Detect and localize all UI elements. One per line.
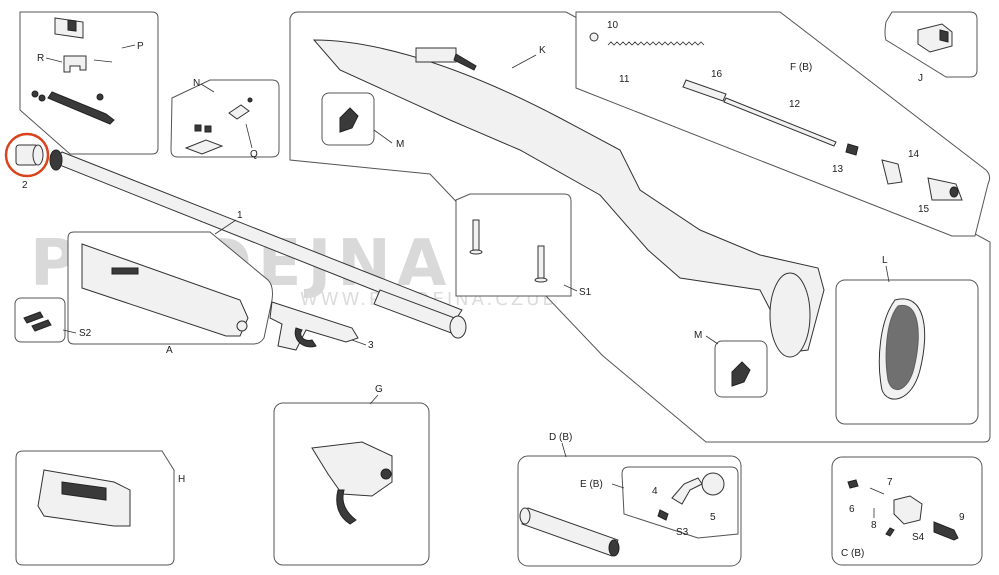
barrel[interactable] [49, 149, 467, 339]
panel-S2[interactable] [14, 297, 66, 343]
panel-FB[interactable] [575, 11, 991, 237]
label-H: H [178, 474, 185, 485]
label-Q: Q [250, 149, 258, 160]
panel-CB[interactable] [831, 456, 983, 566]
label-3: 3 [368, 340, 374, 351]
label-J: J [918, 73, 923, 84]
label-16: 16 [711, 69, 723, 80]
label-4: 4 [652, 486, 658, 497]
label-L: L [882, 255, 888, 266]
panel-L[interactable] [835, 279, 979, 425]
label-6: 6 [849, 504, 855, 515]
panel-S1[interactable] [455, 193, 572, 297]
panel-N[interactable] [170, 79, 280, 158]
label-7: 7 [887, 477, 893, 488]
label-14: 14 [908, 149, 920, 160]
panel-A[interactable] [67, 231, 273, 345]
label-M-bottom: M [694, 330, 702, 341]
label-2: 2 [22, 180, 28, 191]
label-K: K [539, 45, 546, 56]
label-11: 11 [619, 74, 630, 85]
label-G: G [375, 384, 383, 395]
label-10: 10 [607, 20, 619, 31]
part-2-highlighted[interactable] [4, 132, 50, 178]
label-S3: S3 [676, 527, 689, 538]
label-13: 13 [832, 164, 844, 175]
label-S4: S4 [912, 532, 925, 543]
label-CB: C (B) [841, 548, 864, 559]
label-12: 12 [789, 99, 801, 110]
label-DB: D (B) [549, 432, 572, 443]
label-5: 5 [710, 512, 716, 523]
label-P: P [137, 41, 144, 52]
panel-H[interactable] [15, 450, 175, 566]
part-3-trigger-guard[interactable] [269, 301, 359, 351]
label-S1: S1 [579, 287, 592, 298]
label-FB: F (B) [790, 62, 812, 73]
panel-J[interactable] [884, 11, 978, 78]
label-8: 8 [871, 520, 877, 531]
highlight-circle [4, 132, 50, 178]
label-S2: S2 [79, 328, 92, 339]
label-R: R [37, 53, 44, 64]
panel-P[interactable] [19, 11, 159, 155]
panel-G[interactable] [273, 402, 430, 566]
label-N: N [193, 78, 200, 89]
panel-K-stock[interactable] [289, 11, 991, 443]
panel-EB[interactable] [621, 466, 739, 539]
label-EB: E (B) [580, 479, 603, 490]
label-A: A [166, 345, 173, 356]
label-M-top: M [396, 139, 404, 150]
label-15: 15 [918, 204, 930, 215]
panel-M-bottom[interactable] [714, 340, 768, 398]
label-9: 9 [959, 512, 965, 523]
panel-M-top[interactable] [321, 92, 375, 146]
label-1: 1 [237, 210, 243, 221]
